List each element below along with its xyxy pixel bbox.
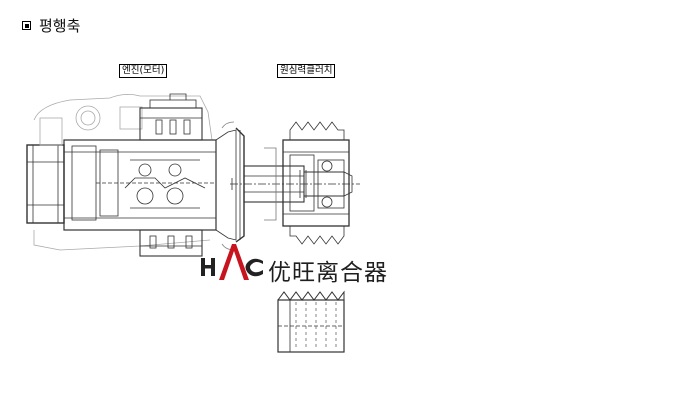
heading: 평행축 [22,15,80,36]
brand-name: 优旺离合器 [268,260,388,286]
clutch-label: 원심력클러치 [277,64,336,78]
lower-pulley [277,290,345,353]
engine-drawing [26,93,245,257]
heading-title: 평행축 [39,17,81,35]
shaft [230,165,360,203]
hac-logo [201,244,263,280]
engine-label: 엔진(모터) [119,64,168,78]
square-bullet-icon [22,21,31,30]
centrifugal-clutch [264,121,353,245]
